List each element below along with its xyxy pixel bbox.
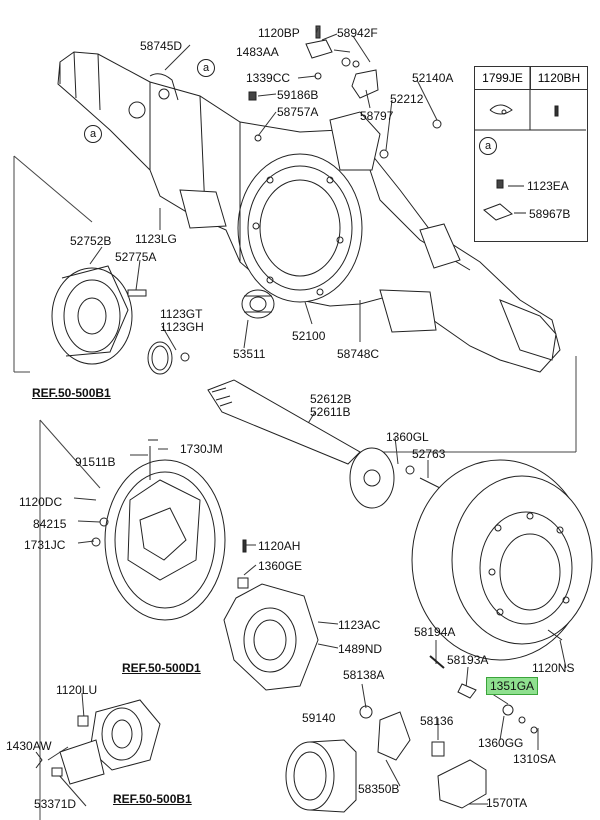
part-label[interactable]: 1123AC bbox=[338, 618, 381, 632]
hub-bottom-left bbox=[35, 699, 161, 785]
marker-a: a bbox=[197, 59, 215, 77]
hub-flange bbox=[51, 265, 190, 365]
part-label[interactable]: 58350B bbox=[358, 782, 400, 796]
part-label[interactable]: 1120AH bbox=[258, 539, 301, 553]
part-label[interactable]: 58136 bbox=[420, 714, 454, 728]
legend-part-1123EA: 1123EA bbox=[527, 179, 569, 193]
part-label[interactable]: 1489ND bbox=[338, 642, 383, 656]
brake-drum bbox=[411, 459, 593, 661]
legend-marker-a: a bbox=[479, 137, 497, 155]
part-label[interactable]: 52611B bbox=[310, 405, 351, 419]
part-label[interactable]: 59186B bbox=[277, 88, 319, 102]
part-label[interactable]: 1731JC bbox=[24, 538, 66, 552]
part-label[interactable]: 1120DC bbox=[19, 495, 63, 509]
part-label[interactable]: 1120LU bbox=[56, 683, 98, 697]
part-label[interactable]: 1430AW bbox=[6, 739, 52, 753]
part-label[interactable]: 1120BP bbox=[258, 26, 300, 40]
part-label[interactable]: 52612B bbox=[310, 392, 352, 406]
part-label[interactable]: 52140A bbox=[412, 71, 454, 85]
part-label[interactable]: 52775A bbox=[115, 250, 157, 264]
part-label[interactable]: 52212 bbox=[390, 92, 424, 106]
part-label[interactable]: 58942F bbox=[337, 26, 378, 40]
part-label[interactable]: 1360GL bbox=[386, 430, 429, 444]
pinion-gear bbox=[241, 289, 275, 319]
legend-box: 1799JE 1120BH a 1123EA 58967B bbox=[474, 66, 588, 242]
reference-link[interactable]: REF.50-500B1 bbox=[32, 386, 111, 400]
reference-link[interactable]: REF.50-500D1 bbox=[122, 661, 201, 675]
brake-chamber-parts bbox=[359, 655, 538, 809]
part-label[interactable]: 52100 bbox=[292, 329, 326, 343]
part-label[interactable]: 1339CC bbox=[246, 71, 291, 85]
part-label[interactable]: 58194A bbox=[414, 625, 456, 639]
part-label[interactable]: 58193A bbox=[447, 653, 489, 667]
part-label[interactable]: 91511B bbox=[75, 455, 116, 469]
part-label[interactable]: 1730JM bbox=[180, 442, 223, 456]
axle-shaft bbox=[207, 379, 441, 509]
part-label[interactable]: 58138A bbox=[343, 668, 385, 682]
part-label[interactable]: 1310SA bbox=[513, 752, 556, 766]
reference-link[interactable]: REF.50-500B1 bbox=[113, 792, 192, 806]
axle-housing bbox=[57, 51, 561, 373]
part-label[interactable]: 53511 bbox=[233, 347, 266, 361]
part-label[interactable]: 1570TA bbox=[486, 796, 528, 810]
part-label[interactable]: 59140 bbox=[302, 711, 336, 725]
part-label[interactable]: 84215 bbox=[33, 517, 67, 531]
part-label[interactable]: 1360GE bbox=[258, 559, 303, 573]
part-label[interactable]: 52763 bbox=[412, 447, 446, 461]
part-label[interactable]: 1360GG bbox=[478, 736, 524, 750]
part-label[interactable]: 58748C bbox=[337, 347, 380, 361]
legend-col1-header: 1799JE bbox=[475, 67, 531, 90]
part-label[interactable]: 1483AA bbox=[236, 45, 279, 59]
part-label-highlighted[interactable]: 1351GA bbox=[486, 677, 539, 695]
legend-col2-header: 1120BH bbox=[531, 67, 587, 90]
part-label[interactable]: 58797 bbox=[360, 109, 394, 123]
part-label[interactable]: 52752B bbox=[70, 234, 112, 248]
part-label[interactable]: 53371D bbox=[34, 797, 77, 811]
part-label[interactable]: 58745D bbox=[140, 39, 183, 53]
brake-chamber bbox=[285, 739, 357, 813]
part-label[interactable]: 58757A bbox=[277, 105, 319, 119]
anchor-plate bbox=[223, 539, 319, 691]
part-label[interactable]: 1123LG bbox=[135, 232, 177, 246]
part-label[interactable]: 1123GT bbox=[160, 307, 203, 321]
legend-lines bbox=[474, 66, 586, 221]
brake-backing-plate bbox=[91, 439, 226, 621]
part-label[interactable]: 1123GH bbox=[160, 320, 204, 334]
breather-fittings bbox=[149, 25, 442, 159]
legend-part-58967B: 58967B bbox=[529, 207, 571, 221]
oil-seal bbox=[147, 341, 173, 375]
marker-a: a bbox=[84, 125, 102, 143]
part-label[interactable]: 1120NS bbox=[532, 661, 575, 675]
